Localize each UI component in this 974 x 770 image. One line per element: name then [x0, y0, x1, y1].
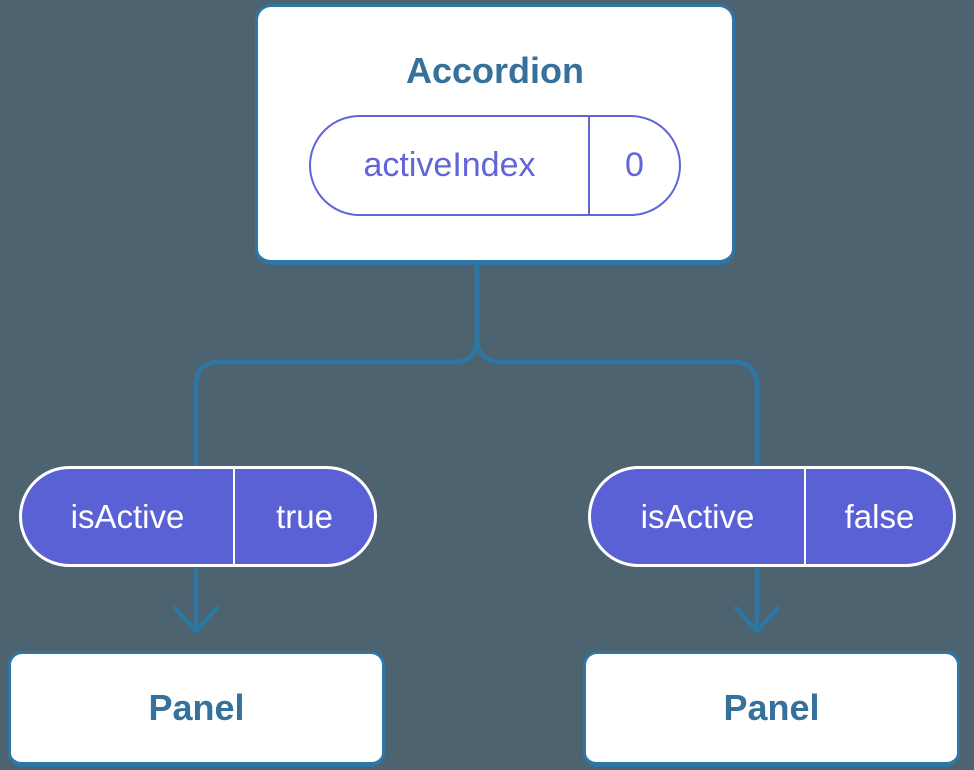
isactive-false-prop-pill: isActive false — [588, 466, 956, 567]
prop-value-label: true — [276, 497, 333, 535]
arrowhead-left-icon — [172, 605, 220, 634]
prop-value-label: false — [844, 497, 915, 535]
arrowhead-right-icon — [733, 605, 781, 634]
connector-right-branch — [474, 259, 760, 631]
panel-node-title: Panel — [148, 687, 245, 728]
panel-node-left: Panel — [8, 651, 385, 767]
accordion-node: Accordion activeIndex 0 — [255, 4, 735, 265]
prop-name-label: activeIndex — [311, 117, 590, 214]
prop-name-label: isActive — [22, 469, 235, 564]
accordion-node-title: Accordion — [405, 50, 584, 91]
connector-left-branch — [193, 259, 480, 631]
prop-value-label: 0 — [625, 146, 644, 184]
panel-node-title: Panel — [723, 687, 820, 728]
panel-node-right: Panel — [583, 651, 960, 767]
isactive-true-prop-pill: isActive true — [19, 466, 377, 567]
prop-name-label: isActive — [591, 469, 806, 564]
activeindex-prop-pill: activeIndex 0 — [309, 115, 681, 216]
